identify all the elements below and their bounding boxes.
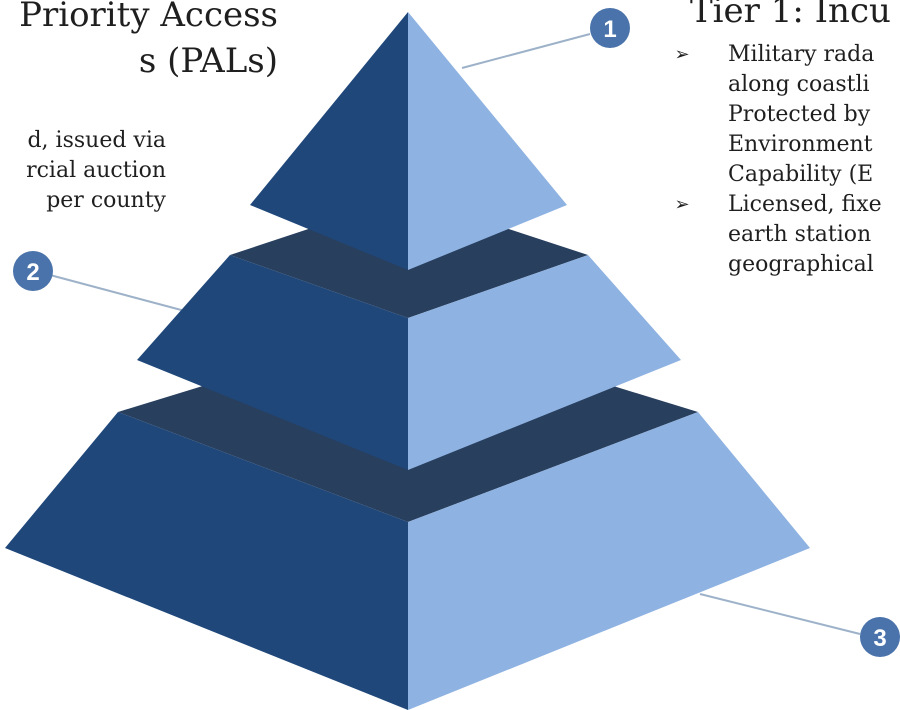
pal-title-line: s (PALs) — [138, 41, 278, 81]
tier-face-light-top — [408, 12, 567, 270]
bullet-line: Protected by — [728, 102, 871, 127]
pyramid-tier-top — [250, 12, 567, 270]
marker-circle-2 — [13, 251, 53, 291]
bullet-line: Capability (E — [728, 162, 874, 187]
bullet-line: Military rada — [728, 42, 875, 67]
tier1-bullet-item: ➢ Licensed, fixe earth station geographi… — [660, 190, 882, 280]
pal-description-line: rcial auction — [26, 158, 166, 183]
marker-label-1: 1 — [603, 16, 616, 43]
tier1-bullet-list: ➢ Military rada along coastli Protected … — [660, 40, 882, 280]
bullet-line: along coastli — [728, 72, 870, 97]
tier-face-light-bottom — [408, 412, 810, 710]
number-marker-2: 2 — [13, 251, 53, 291]
marker-circle-1 — [590, 8, 630, 48]
tier-face-dark-middle — [137, 255, 408, 470]
pal-description-line: d, issued via — [27, 128, 166, 153]
pal-tier-description: d, issued via rcial auction per county — [26, 126, 166, 216]
tier1-title: Tier 1: Incu — [690, 0, 891, 31]
pal-description-line: per county — [46, 188, 166, 213]
bullet-line: Licensed, fixe — [728, 192, 882, 217]
tier1-bullet-item: ➢ Military rada along coastli Protected … — [660, 40, 882, 190]
tier-face-dark-bottom — [5, 412, 408, 710]
marker-circle-3 — [860, 617, 900, 657]
number-marker-1: 1 — [590, 8, 630, 48]
bullet-line: Environment — [728, 132, 873, 157]
connector-line-3 — [699, 593, 861, 635]
number-marker-3: 3 — [860, 617, 900, 657]
connector-line-1 — [461, 33, 591, 69]
bullet-line: geographical — [728, 252, 874, 277]
marker-label-2: 2 — [26, 259, 39, 286]
pal-title-line: Priority Access — [19, 0, 278, 35]
tier-face-light-middle — [408, 255, 681, 470]
arrowhead-bullet-icon: ➢ — [674, 44, 690, 65]
arrowhead-bullet-icon: ➢ — [674, 194, 690, 215]
pal-tier-title: Priority Access s (PALs) — [19, 0, 278, 84]
connector-line-2 — [49, 274, 186, 312]
tier-face-dark-top — [250, 12, 408, 270]
marker-label-3: 3 — [873, 625, 886, 652]
bullet-line: earth station — [728, 222, 872, 247]
